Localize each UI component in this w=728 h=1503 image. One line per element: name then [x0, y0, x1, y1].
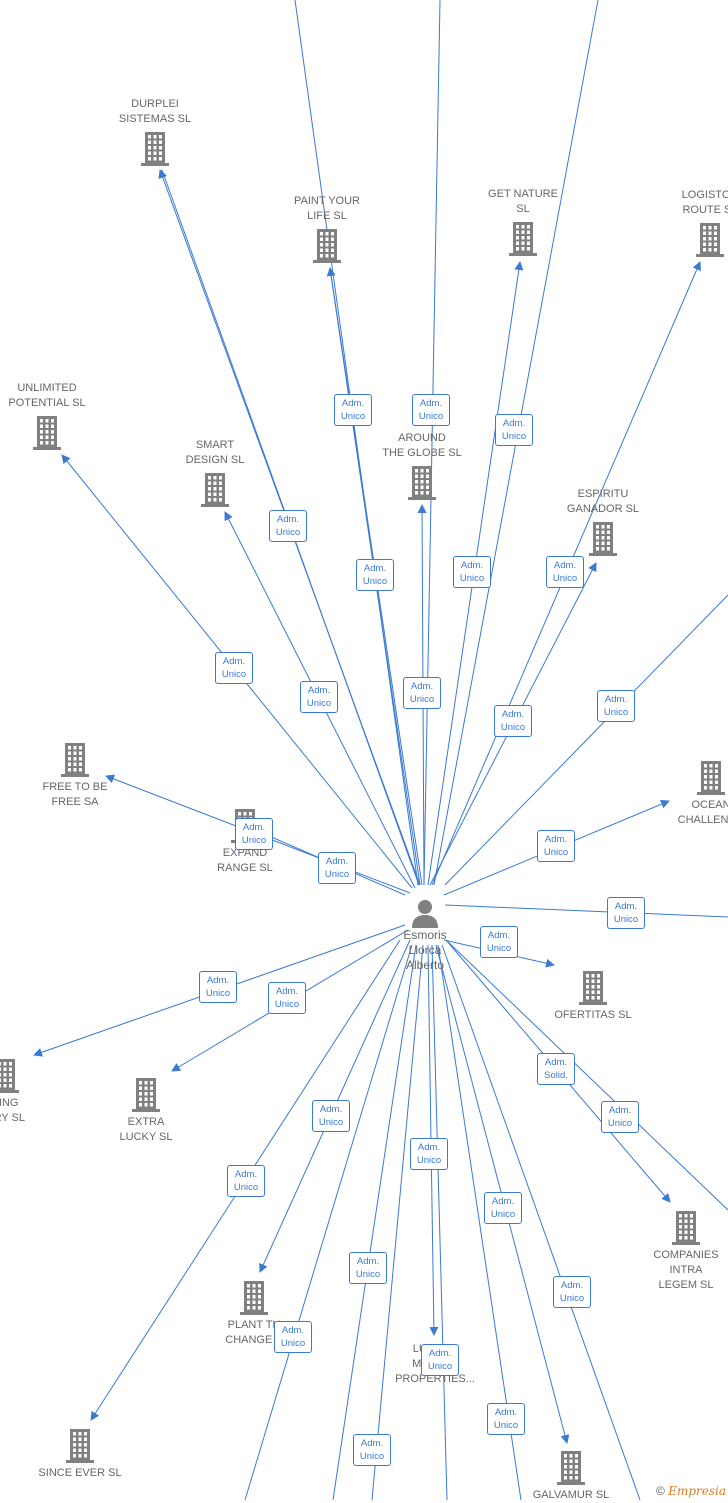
role-badge[interactable]: Adm. Unico: [312, 1100, 350, 1132]
building-icon: [33, 416, 61, 450]
company-node-extralucky[interactable]: EXTRA LUCKY SL: [91, 1077, 201, 1145]
building-icon: [240, 1281, 268, 1315]
company-node-galvamur[interactable]: GALVAMUR SL: [516, 1450, 626, 1503]
company-label: EXTRA LUCKY SL: [119, 1116, 173, 1143]
company-node-paint[interactable]: PAINT YOUR LIFE SL: [272, 194, 382, 264]
building-icon: [696, 223, 724, 257]
role-badge[interactable]: Adm. Unico: [412, 394, 450, 426]
person-icon: [412, 900, 438, 928]
edge-line-25: [371, 944, 424, 1500]
role-badge[interactable]: Adm. Unico: [453, 556, 491, 588]
edge-line-28: [431, 944, 448, 1500]
company-label: GALVAMUR SL: [532, 1489, 610, 1501]
building-icon: [672, 1211, 700, 1245]
company-node-around[interactable]: AROUND THE GLOBE SL: [367, 431, 477, 501]
building-icon: [313, 229, 341, 263]
person-name: Esmoris Llorca Alberto: [403, 928, 447, 972]
role-badge[interactable]: Adm. Unico: [553, 1276, 591, 1308]
role-badge[interactable]: Adm. Unico: [607, 897, 645, 929]
role-badge[interactable]: Adm. Unico: [480, 926, 518, 958]
building-icon: [61, 743, 89, 777]
edge-line-24: [445, 939, 728, 1211]
role-badge[interactable]: Adm. Unico: [537, 830, 575, 862]
role-badge[interactable]: Adm. Unico: [349, 1252, 387, 1284]
edge-line-22: [444, 594, 728, 886]
company-label: LOGISTOU ROUTE SL: [681, 189, 728, 216]
company-label: OCEAN CHALLENGE: [677, 799, 728, 826]
role-badge[interactable]: Adm. Unico: [274, 1321, 312, 1353]
company-node-smart[interactable]: SMART DESIGN SL: [160, 438, 270, 508]
edge-line-26: [332, 944, 417, 1500]
building-icon: [408, 466, 436, 500]
company-node-freetobe[interactable]: FREE TO BE FREE SA: [20, 742, 130, 810]
building-icon: [201, 473, 229, 507]
edge-line-27: [244, 944, 413, 1500]
building-icon: [66, 1429, 94, 1463]
building-icon: [0, 1059, 19, 1093]
role-badge[interactable]: Adm. Unico: [356, 559, 394, 591]
company-label: COMPANIES INTRA LEGEM SL: [653, 1249, 719, 1291]
company-label: VING ORY SL: [0, 1097, 25, 1124]
role-badge[interactable]: Adm. Unico: [300, 681, 338, 713]
company-node-unlimited[interactable]: UNLIMITED POTENTIAL SL: [0, 381, 102, 451]
role-badge[interactable]: Adm. Unico: [601, 1101, 639, 1133]
company-label: AROUND THE GLOBE SL: [382, 432, 462, 459]
company-node-ofertitas[interactable]: OFERTITAS SL: [538, 970, 648, 1023]
edge-line-23: [444, 904, 728, 918]
role-badge[interactable]: Adm. Unico: [235, 818, 273, 850]
company-label: SMART DESIGN SL: [185, 439, 245, 466]
role-badge[interactable]: Adm. Unico: [597, 690, 635, 722]
role-badge[interactable]: Adm. Unico: [487, 1403, 525, 1435]
company-label: DURPLEI SISTEMAS SL: [118, 98, 192, 125]
role-badge[interactable]: Adm. Unico: [334, 394, 372, 426]
building-icon: [579, 971, 607, 1005]
person-node[interactable]: Esmoris Llorca Alberto: [390, 898, 460, 973]
building-icon: [141, 132, 169, 166]
company-label: UNLIMITED POTENTIAL SL: [8, 382, 86, 409]
company-node-logistou[interactable]: LOGISTOU ROUTE SL: [655, 188, 728, 258]
company-node-espiritu[interactable]: ESPIRITU GANADOR SL: [548, 487, 658, 557]
role-badge[interactable]: Adm. Unico: [353, 1434, 391, 1466]
brand-logo: Empresia: [668, 1484, 726, 1498]
company-node-living[interactable]: VING ORY SL: [0, 1058, 60, 1126]
role-badge[interactable]: Adm. Unico: [269, 510, 307, 542]
role-badge[interactable]: Adm. Unico: [421, 1344, 459, 1376]
role-badge[interactable]: Adm. Unico: [403, 677, 441, 709]
company-label: SINCE EVER SL: [38, 1467, 122, 1479]
role-badge[interactable]: Adm. Unico: [199, 971, 237, 1003]
role-badge[interactable]: Adm. Unico: [268, 982, 306, 1014]
company-node-getnature[interactable]: GET NATURE SL: [468, 187, 578, 257]
edge-line-30: [441, 944, 641, 1500]
company-node-companies[interactable]: COMPANIES INTRA LEGEM SL: [631, 1210, 728, 1293]
company-node-plant[interactable]: PLANT TH CHANGE S: [199, 1280, 309, 1348]
role-badge[interactable]: Adm. Unico: [410, 1138, 448, 1170]
role-badge[interactable]: Adm. Unico: [546, 556, 584, 588]
company-node-durplei[interactable]: DURPLEI SISTEMAS SL: [100, 97, 210, 167]
building-icon: [589, 522, 617, 556]
role-badge[interactable]: Adm. Unico: [318, 852, 356, 884]
building-icon: [132, 1078, 160, 1112]
copyright: © Empresia: [654, 1484, 728, 1498]
company-label: FREE TO BE FREE SA: [42, 781, 108, 808]
company-node-sinceever[interactable]: SINCE EVER SL: [25, 1428, 135, 1481]
edge-line-20: [423, 0, 441, 886]
role-badge[interactable]: Adm. Unico: [215, 652, 253, 684]
company-label: PAINT YOUR LIFE SL: [293, 195, 361, 222]
role-badge[interactable]: Adm. Unico: [494, 705, 532, 737]
company-label: EXPAND RANGE SL: [217, 847, 273, 874]
role-badge[interactable]: Adm. Unico: [227, 1165, 265, 1197]
company-label: ESPIRITU GANADOR SL: [566, 488, 640, 515]
copyright-icon: ©: [656, 1484, 665, 1498]
building-icon: [509, 222, 537, 256]
company-label: OFERTITAS SL: [554, 1009, 632, 1021]
company-node-ocean[interactable]: OCEAN CHALLENGE: [656, 760, 728, 828]
role-badge[interactable]: Adm. Unico: [495, 414, 533, 446]
building-icon: [697, 761, 725, 795]
role-badge[interactable]: Adm. Unico: [484, 1192, 522, 1224]
company-label: GET NATURE SL: [488, 188, 558, 215]
building-icon: [557, 1451, 585, 1485]
role-badge[interactable]: Adm. Solid.: [537, 1053, 575, 1085]
